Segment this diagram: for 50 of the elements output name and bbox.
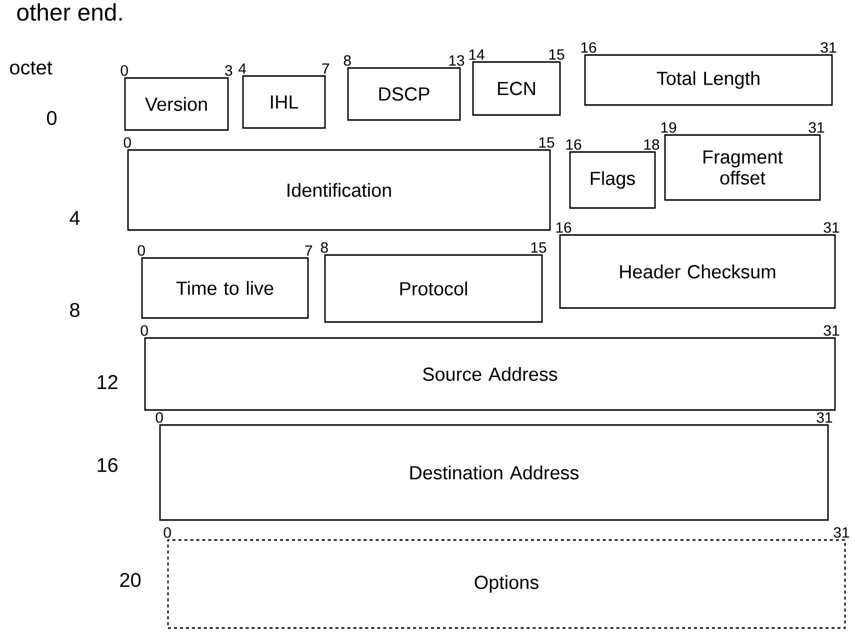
bit-number: 0 xyxy=(140,325,148,336)
bit-number: 15 xyxy=(539,137,554,148)
bit-number: 0 xyxy=(124,137,131,148)
bit-number: 0 xyxy=(120,65,128,76)
octet-number: 8 xyxy=(70,302,80,318)
bit-number: 0 xyxy=(156,412,163,423)
field-box: Flags xyxy=(569,151,656,209)
bit-number: 15 xyxy=(549,49,564,60)
bit-number: 31 xyxy=(824,222,840,233)
field-box: Header Checksum xyxy=(559,234,836,309)
bit-number: 31 xyxy=(820,42,836,53)
field-box: Protocol xyxy=(324,254,543,323)
field-box: DSCP xyxy=(347,67,461,121)
bit-number: 15 xyxy=(531,242,546,253)
bit-number: 16 xyxy=(566,139,582,150)
bit-number: 16 xyxy=(556,222,572,233)
caption-text: other end. xyxy=(17,3,122,21)
bit-number: 3 xyxy=(225,65,232,76)
field-box: Identification xyxy=(127,149,551,231)
bit-number: 31 xyxy=(816,412,832,423)
field-box: ECN xyxy=(472,61,561,116)
bit-number: 13 xyxy=(449,55,464,66)
bit-number: 18 xyxy=(644,139,660,150)
bit-number: 19 xyxy=(661,122,676,133)
octet-number: 20 xyxy=(120,572,141,588)
bit-number: 31 xyxy=(824,325,840,336)
bit-number: 0 xyxy=(164,527,171,538)
bit-number: 0 xyxy=(138,245,145,256)
field-box: Total Length xyxy=(584,54,833,106)
octet-number: 16 xyxy=(98,458,118,472)
octet-number: 12 xyxy=(98,375,118,389)
axis-title: octet xyxy=(10,61,52,75)
bit-number: 14 xyxy=(469,50,484,60)
bit-number: 4 xyxy=(238,64,246,74)
bit-number: 8 xyxy=(320,242,328,253)
bit-number: 7 xyxy=(305,246,312,256)
bit-number: 31 xyxy=(808,122,824,133)
octet-number: 4 xyxy=(70,211,80,225)
bit-number: 8 xyxy=(344,55,351,66)
field-box: Fragment offset xyxy=(664,134,821,201)
octet-number: 0 xyxy=(47,110,56,126)
bit-number: 7 xyxy=(322,64,330,74)
field-box: Options xyxy=(167,539,846,629)
field-box: Version xyxy=(124,77,229,131)
field-box: Time to live xyxy=(141,257,309,319)
bit-number: 31 xyxy=(834,527,850,538)
bit-number: 16 xyxy=(581,42,596,53)
field-box: Destination Address xyxy=(159,424,829,521)
field-box: Source Address xyxy=(144,337,836,411)
field-box: IHL xyxy=(242,75,326,129)
